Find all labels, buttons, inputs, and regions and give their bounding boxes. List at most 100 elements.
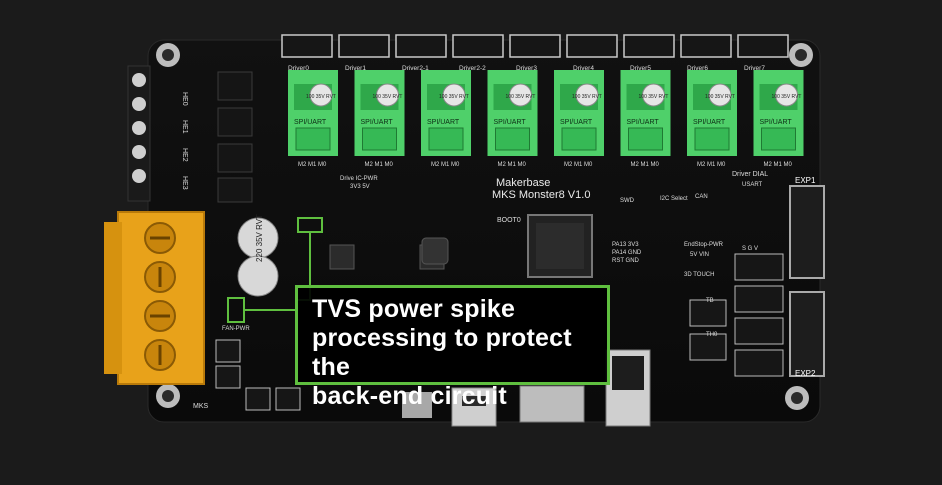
module-capacitor xyxy=(708,83,732,107)
module-spi-label: SPI/UART xyxy=(693,119,726,126)
pin-label-2: PA14 GND xyxy=(612,250,642,256)
module-pin-header xyxy=(694,127,730,151)
drive-ic-pwr-label: Drive IC-PWR xyxy=(340,176,378,182)
motor-connector xyxy=(395,34,447,58)
module-capacitor-label: 100 35V RVT xyxy=(506,94,536,100)
motor-connector xyxy=(509,34,561,58)
swd-label: SWD xyxy=(620,198,635,204)
microstep-label: M2 M1 M0 xyxy=(298,162,327,168)
driver-label: Driver4 xyxy=(573,65,594,72)
motor-connector xyxy=(737,34,789,58)
module-pin-header xyxy=(761,127,796,151)
module-capacitor xyxy=(575,83,599,107)
module-capacitor xyxy=(376,83,399,107)
motor-connector xyxy=(452,34,504,58)
io-ports xyxy=(402,349,651,427)
brand-text: Makerbase xyxy=(496,177,550,189)
heater-label-2: HE2 xyxy=(181,148,188,162)
microstep-label: M2 M1 M0 xyxy=(631,162,660,168)
module-capacitor xyxy=(642,83,665,107)
module-spi-label: SPI/UART xyxy=(294,119,327,126)
module-capacitor-label: 100 35V RVT xyxy=(306,94,336,100)
can-label: CAN xyxy=(695,194,708,200)
driver-label: Driver5 xyxy=(630,65,651,72)
module-capacitor-label: 100 35V RVT xyxy=(373,94,403,100)
fan-pwr-label: FAN-PWR xyxy=(222,326,250,332)
i2c-label: I2C Select xyxy=(660,196,688,202)
microstep-label: M2 M1 M0 xyxy=(365,162,394,168)
module-capacitor-label: 100 35V RVT xyxy=(772,94,802,100)
module-spi-label: SPI/UART xyxy=(361,119,394,126)
module-capacitor-label: 100 35V RVT xyxy=(705,94,735,100)
tvs-callout: TVS power spike processing to protect th… xyxy=(295,285,610,410)
module-pin-header xyxy=(362,127,397,151)
motor-connector xyxy=(338,34,390,58)
cap-label: 220 35V RVT xyxy=(255,214,264,262)
microstep-label: M2 M1 M0 xyxy=(431,162,460,168)
heater-label-3: HE3 xyxy=(181,176,188,190)
module-capacitor xyxy=(442,83,466,107)
heater-label-1: HE1 xyxy=(181,120,188,134)
callout-text: TVS power spike processing to protect th… xyxy=(312,295,572,410)
pin-label-3: RST GND xyxy=(612,258,640,264)
motor-connector xyxy=(680,34,732,58)
endstop-v-label: 5V VIN xyxy=(690,252,709,258)
mosfets xyxy=(217,71,253,203)
driver-label: Driver0 xyxy=(288,65,309,72)
tb-label: TB xyxy=(706,298,714,304)
voltage-sel-label: 3V3 5V xyxy=(350,184,370,190)
module-capacitor xyxy=(775,83,798,107)
heater-label-0: HE0 xyxy=(181,92,188,106)
driver-label: Driver7 xyxy=(744,65,765,72)
microstep-label: M2 M1 M0 xyxy=(564,162,593,168)
driver-label: Driver3 xyxy=(516,65,537,72)
module-capacitor-label: 100 35V RVT xyxy=(572,94,602,100)
module-spi-label: SPI/UART xyxy=(627,119,660,126)
mks-logo-text: MKS xyxy=(193,403,209,410)
module-capacitor xyxy=(309,83,333,107)
motor-connector xyxy=(623,34,675,58)
endstop-pwr-label: EndStop-PWR xyxy=(684,242,724,248)
mcu-chip xyxy=(527,214,593,278)
microstep-label: M2 M1 M0 xyxy=(498,162,527,168)
inductors xyxy=(329,237,449,270)
module-spi-label: SPI/UART xyxy=(760,119,793,126)
exp2-label: EXP2 xyxy=(795,369,816,378)
module-capacitor xyxy=(509,83,532,107)
model-text: MKS Monster8 V1.0 xyxy=(492,189,590,201)
module-spi-label: SPI/UART xyxy=(427,119,460,126)
microstep-label: M2 M1 M0 xyxy=(764,162,793,168)
boot-label: BOOT0 xyxy=(497,217,521,224)
motor-connector xyxy=(566,34,618,58)
module-spi-label: SPI/UART xyxy=(494,119,527,126)
exp1-label: EXP1 xyxy=(795,176,816,185)
driver-label: Driver6 xyxy=(687,65,708,72)
pin-label-1: PA13 3V3 xyxy=(612,242,639,248)
module-spi-label: SPI/UART xyxy=(560,119,593,126)
touch-label: 3D TOUCH xyxy=(684,272,714,278)
microstep-label: M2 M1 M0 xyxy=(697,162,726,168)
module-pin-header xyxy=(295,127,331,151)
motor-connector xyxy=(281,34,333,58)
driver-label: Driver2-2 xyxy=(459,65,486,72)
usart-label: USART xyxy=(742,182,763,188)
module-capacitor-label: 100 35V RVT xyxy=(439,94,469,100)
tho-label: TH0 xyxy=(706,332,718,338)
module-pin-header xyxy=(428,127,464,151)
fan-connectors xyxy=(215,339,301,411)
endstop-connectors xyxy=(689,253,784,377)
module-pin-header xyxy=(561,127,597,151)
module-pin-header xyxy=(495,127,530,151)
driver-label: Driver2-1 xyxy=(402,65,429,72)
driver-modules: 100 35V RVT SPI/UART M2 M1 M0 100 35V RVT SP… xyxy=(288,70,804,168)
exp-connectors: EXP1 EXP2 xyxy=(789,176,825,378)
bulk-capacitors: 220 35V RVT xyxy=(237,214,279,297)
mounting-holes xyxy=(156,43,813,410)
motor-connectors: Driver0 Driver1 Driver2-1 Driver2-2 Driver3 D… xyxy=(281,34,789,72)
module-capacitor-label: 100 35V RVT xyxy=(639,94,669,100)
heater-terminal-block xyxy=(127,65,151,202)
driver-label: Driver1 xyxy=(345,65,366,72)
driver-dial-label: Driver DIAL xyxy=(732,171,768,178)
